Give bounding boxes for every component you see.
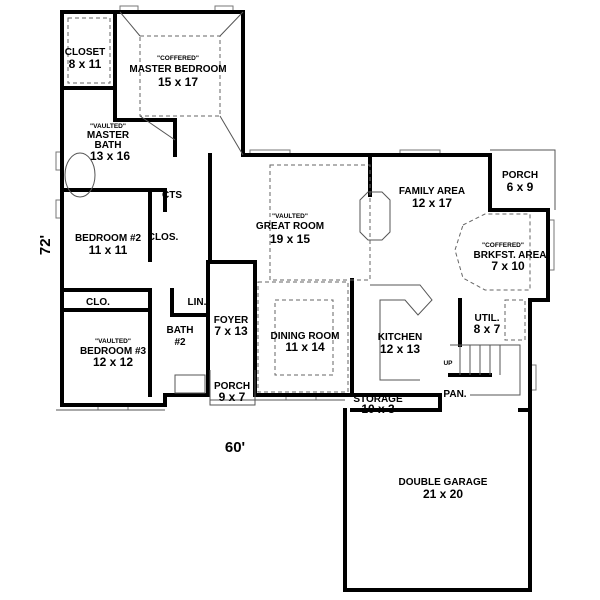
linen-label: LIN. [188,297,207,308]
master-bath-size: 13 x 16 [90,149,130,163]
utility-label: UTIL. [475,313,500,324]
master-bedroom-size: 15 x 17 [158,75,198,89]
bedroom3-note: "VAULTED" [95,338,131,345]
breakfast-size: 7 x 10 [491,259,525,273]
dining-room-label: DINING ROOM [271,331,340,342]
cts-label: CTS [162,190,182,201]
pantry-label: PAN. [443,389,466,400]
rear-porch-label: PORCH [502,170,538,181]
front-porch-size: 9 x 7 [219,390,246,404]
bedroom2-label: BEDROOM #2 [75,233,142,244]
dashed-features [64,11,531,396]
great-room-label: GREAT ROOM [256,221,324,232]
clos-label: CLOS. [148,232,179,243]
utility-size: 8 x 7 [474,322,501,336]
master-bath-label-1: MASTER [87,130,130,141]
bedroom3-label: BEDROOM #3 [80,346,147,357]
closet-size: 8 x 11 [69,57,102,71]
breakfast-note: "COFFERED" [482,242,524,249]
great-room-note: "VAULTED" [272,213,308,220]
closet-label: CLOSET [65,47,106,58]
bedroom2-size: 11 x 11 [89,243,128,257]
bath2-label-2: #2 [174,337,186,348]
garage-label: DOUBLE GARAGE [399,477,488,488]
room-labels: CLOSET 8 x 11 "COFFERED" MASTER BEDROOM … [37,47,546,501]
rear-porch-size: 6 x 9 [507,180,534,194]
master-bedroom-note: "COFFERED" [157,55,199,62]
foyer-label: FOYER [214,315,249,326]
storage-size: 10 x 3 [361,402,395,416]
kitchen-size: 12 x 13 [380,342,420,356]
garage-size: 21 x 20 [423,487,463,501]
family-area-label: FAMILY AREA [399,186,465,197]
great-room-size: 19 x 15 [270,232,310,246]
outer-walls [56,10,556,592]
bath2-label-1: BATH [166,325,193,336]
depth-dimension: 72' [37,235,54,255]
master-bath-label-2: BATH [94,140,121,151]
dining-room-size: 11 x 14 [285,340,325,354]
front-porch-label: PORCH [214,381,250,392]
clo-label: CLO. [86,297,110,308]
storage-label: STORAGE [353,394,403,405]
master-bedroom-label: MASTER BEDROOM [129,64,226,75]
windows [55,5,555,411]
master-bath-note: "VAULTED" [90,123,126,130]
breakfast-label: BRKFST. AREA [474,250,547,261]
bedroom3-size: 12 x 12 [93,355,133,369]
width-dimension: 60' [225,439,245,456]
stairs-up-label: UP [443,360,453,367]
kitchen-label: KITCHEN [378,332,422,343]
family-area-size: 12 x 17 [412,196,452,210]
foyer-size: 7 x 13 [214,324,248,338]
